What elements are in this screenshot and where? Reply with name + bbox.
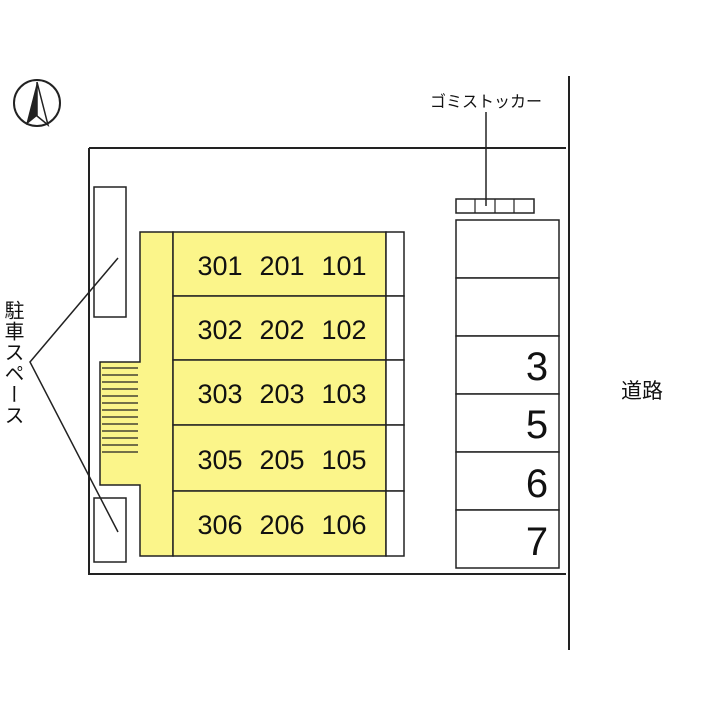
room-number: 203 (259, 379, 304, 409)
room-number: 306 (197, 510, 242, 540)
parking-leader-lines (29, 257, 119, 533)
room-number: 101 (321, 251, 366, 281)
parking-space-left-top (93, 186, 127, 318)
parking-number: 6 (526, 462, 548, 506)
room-number: 301 (197, 251, 242, 281)
staircase (102, 367, 138, 453)
parking-number: 3 (526, 345, 548, 389)
north-arrow-icon (13, 79, 61, 128)
room-number: 106 (321, 510, 366, 540)
unit-row: 305 205 105 (172, 424, 405, 492)
room-number: 103 (321, 379, 366, 409)
parking-spaces-right: 3 5 6 7 (455, 219, 560, 569)
room-number: 102 (321, 315, 366, 345)
parking-space-label: 駐車スペース (1, 300, 25, 426)
building-units: 301 201 101 302 202 102 303 203 103 305 … (172, 231, 405, 557)
room-number: 206 (259, 510, 304, 540)
room-number: 205 (259, 445, 304, 475)
garbage-stocker (455, 112, 535, 214)
room-number: 105 (321, 445, 366, 475)
room-number: 305 (197, 445, 242, 475)
room-number: 202 (259, 315, 304, 345)
room-number: 302 (197, 315, 242, 345)
room-number: 303 (197, 379, 242, 409)
room-number: 201 (259, 251, 304, 281)
parking-space-left-bottom (93, 497, 127, 563)
unit-row: 306 206 106 (172, 490, 405, 557)
unit-row: 301 201 101 (172, 231, 405, 297)
parking-number: 7 (526, 520, 548, 564)
unit-row: 302 202 102 (172, 295, 405, 361)
road-label: 道路 (621, 379, 663, 403)
unit-row: 303 203 103 (172, 359, 405, 426)
parking-number: 5 (526, 403, 548, 447)
garbage-stocker-label: ゴミストッカー (430, 92, 542, 111)
